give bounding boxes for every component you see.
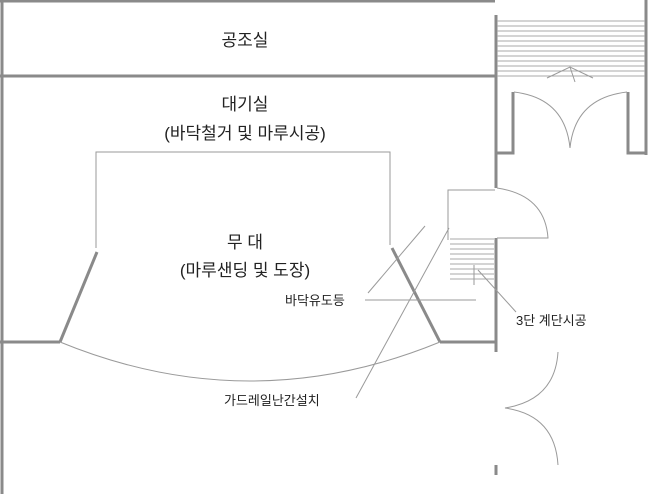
leader-lines bbox=[355, 225, 517, 399]
guardrail-label: 가드레일난간설치 bbox=[224, 393, 320, 408]
top-stairs bbox=[497, 20, 645, 77]
double-door-lower bbox=[504, 351, 559, 466]
door-jamb-left bbox=[497, 92, 515, 155]
door-jamb-right bbox=[626, 92, 645, 155]
stage-angled-wall-right bbox=[390, 247, 442, 343]
stairs-label: 3단 계단시공 bbox=[516, 313, 587, 328]
small-stairs bbox=[450, 238, 494, 280]
side-door bbox=[496, 187, 549, 239]
stair-arrow-line bbox=[569, 66, 576, 83]
stage-note: (마루샌딩 및 도장) bbox=[180, 261, 310, 280]
stage-rail bbox=[95, 151, 391, 248]
stage-front-arc bbox=[59, 341, 441, 382]
air-room-label: 공조실 bbox=[222, 31, 269, 50]
waiting-room-label: 대기실 bbox=[222, 95, 269, 114]
small-stair-box bbox=[447, 189, 495, 240]
stage-angled-wall-left bbox=[58, 251, 99, 343]
double-door-top bbox=[513, 91, 628, 149]
stage-label: 무 대 bbox=[227, 233, 263, 252]
waiting-room-note: (바닥철거 및 마루시공) bbox=[164, 124, 326, 143]
floor-light-label: 바닥유도등 bbox=[285, 293, 345, 308]
